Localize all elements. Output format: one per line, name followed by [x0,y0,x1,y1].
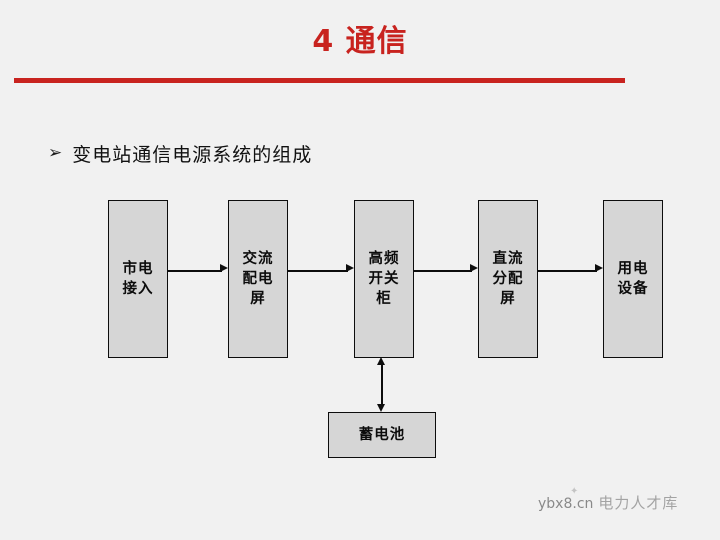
connector-hf-to-battery [381,364,383,408]
flow-node-mains-input: 市电 接入 [108,200,168,358]
page-title: 4 通信 [312,24,408,59]
watermark-mark-icon: ✦ [570,486,579,497]
flow-node-load-equipment: 用电 设备 [603,200,663,358]
flow-node-ac-distribution: 交流 配电 屏 [228,200,288,358]
connector-hf-to-dc [414,270,472,272]
flow-node-dc-distribution: 直流 分配 屏 [478,200,538,358]
arrow-down-icon [377,404,385,412]
flow-node-label: 用电 设备 [617,261,649,297]
bullet-heading: ➢ 变电站通信电源系统的组成 [48,140,312,167]
arrow-right-icon [346,264,354,272]
flow-node-label: 直流 分配 屏 [492,251,524,307]
watermark-name-label: 电力人才库 [598,494,679,512]
bullet-heading-label: 变电站通信电源系统的组成 [72,144,313,166]
arrow-right-icon [470,264,478,272]
connector-mains-to-ac [168,270,222,272]
arrow-right-icon [220,264,228,272]
title-divider [14,78,625,83]
connector-dc-to-load [538,270,597,272]
arrow-up-icon [377,357,385,365]
flow-node-battery: 蓄电池 [328,412,436,458]
watermark: ybx8.cn 电力人才库 [538,492,678,513]
arrow-bullet-icon: ➢ [48,143,63,163]
flow-node-hf-switch-cabinet: 高频 开关 柜 [354,200,414,358]
flow-node-label: 交流 配电 屏 [242,251,274,307]
flow-node-label: 市电 接入 [122,261,154,297]
arrow-right-icon [595,264,603,272]
watermark-site-label: ybx8.cn [538,496,594,512]
flow-node-label: 蓄电池 [358,427,406,443]
connector-ac-to-hf [288,270,348,272]
flow-node-label: 高频 开关 柜 [368,251,400,307]
